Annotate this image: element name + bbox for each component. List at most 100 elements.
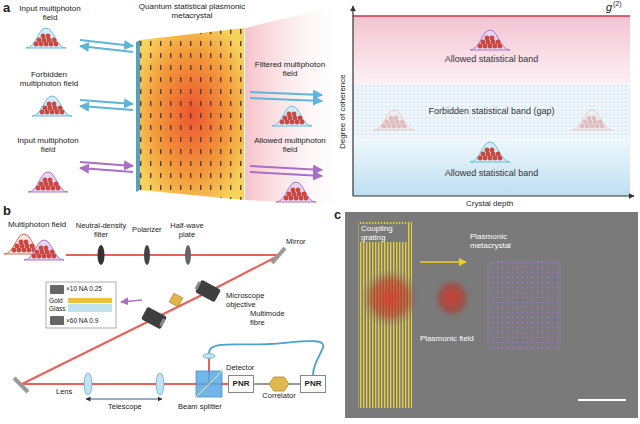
band-fill bbox=[353, 16, 630, 84]
panel-letter: c bbox=[334, 208, 341, 223]
inset-box bbox=[46, 282, 116, 328]
pnr-detector: PNR bbox=[300, 375, 326, 393]
crystal-face bbox=[140, 28, 244, 200]
field-label: Filtered multiphoton field bbox=[254, 60, 326, 78]
sem-label: Coupling grating bbox=[360, 224, 408, 242]
gold-layer bbox=[68, 298, 112, 303]
inset-arrow bbox=[121, 300, 142, 302]
photon-distribution bbox=[276, 182, 316, 202]
plasmon-spot bbox=[432, 276, 472, 320]
mirror-symbol bbox=[272, 248, 285, 263]
beam-arrow bbox=[250, 98, 322, 101]
allowed-band: Allowed statistical band bbox=[353, 138, 630, 196]
coupler-lens bbox=[203, 354, 215, 359]
beam-arrow bbox=[80, 46, 133, 52]
crystal-shape bbox=[136, 2, 248, 202]
lens-symbol bbox=[156, 373, 164, 395]
field-label: Input multiphoton field bbox=[12, 136, 84, 154]
beam-arrow bbox=[250, 166, 322, 170]
y-axis bbox=[352, 6, 353, 196]
component-label: Half-wave plate bbox=[166, 222, 208, 239]
photon-distribution bbox=[24, 240, 64, 260]
nanostructure-pattern bbox=[140, 28, 244, 200]
photon-distribution bbox=[470, 30, 510, 50]
allowed-band: Allowed statistical band bbox=[353, 16, 630, 84]
glass-layer bbox=[68, 304, 112, 312]
hexagon-outline bbox=[269, 377, 289, 391]
component-label: Lens bbox=[56, 388, 72, 397]
sem-image bbox=[345, 212, 638, 418]
telescope-arrow bbox=[86, 399, 162, 400]
laser-beam bbox=[22, 256, 278, 384]
pnr-detector: PNR bbox=[228, 375, 254, 393]
metacrystal-array bbox=[488, 262, 560, 348]
inset-label: ×10 NA 0.25 bbox=[66, 285, 102, 292]
signal-wire bbox=[254, 383, 269, 384]
waveplate-symbol bbox=[185, 245, 191, 265]
objective-symbol bbox=[193, 279, 221, 303]
component-label: Microscope objective bbox=[226, 292, 276, 309]
top-line bbox=[353, 15, 630, 17]
mirror-symbol bbox=[14, 378, 28, 392]
beam-splitter-cube bbox=[196, 371, 222, 397]
beam-arrow bbox=[250, 92, 322, 95]
node-text: Allowed statistical band bbox=[353, 168, 630, 178]
sem-label: Plasmonic field bbox=[420, 334, 474, 343]
lens-symbol bbox=[84, 373, 92, 395]
axis-title: Degree of coherence bbox=[338, 67, 347, 157]
band-fill bbox=[353, 138, 630, 196]
field-label: Input multiphoton field bbox=[14, 4, 86, 22]
beam-arrow bbox=[80, 100, 133, 104]
component-label: Telescope bbox=[108, 403, 142, 412]
component-label: Mirror bbox=[286, 238, 306, 247]
correlator: Correlator bbox=[258, 377, 300, 403]
component-label: Multimode fibre bbox=[250, 310, 300, 327]
filter-symbol bbox=[98, 245, 105, 265]
forbidden-band: Forbidden statistical band (gap) bbox=[353, 84, 630, 138]
inset-label: Gold bbox=[49, 297, 63, 304]
node-text: PNR bbox=[229, 376, 253, 392]
photon-distribution bbox=[470, 142, 510, 162]
component-label: Detector bbox=[226, 364, 254, 373]
objective-symbol bbox=[141, 307, 167, 330]
node-text: Forbidden statistical band (gap) bbox=[353, 106, 630, 116]
sample-symbol bbox=[169, 293, 183, 307]
beam-splitter-cube bbox=[196, 371, 222, 397]
photon-distribution bbox=[374, 110, 414, 130]
panel-letter: b bbox=[3, 204, 11, 219]
photon-distribution bbox=[32, 96, 72, 116]
field-label: Allowed multiphoton field bbox=[254, 136, 326, 154]
plasmon-spot bbox=[360, 268, 420, 328]
signal-wire bbox=[289, 383, 300, 384]
propagation-arrow bbox=[420, 261, 466, 263]
beam-arrow bbox=[80, 162, 133, 166]
axis-symbol: g bbox=[606, 1, 612, 14]
photon-distribution bbox=[272, 106, 312, 126]
component-label: Polarizer bbox=[132, 226, 162, 235]
beam-arrow bbox=[80, 168, 133, 172]
photon-distribution bbox=[26, 28, 66, 48]
light-glow bbox=[245, 6, 338, 205]
inset-label: ×60 NA 0.9 bbox=[66, 317, 98, 324]
gap-fill bbox=[353, 84, 630, 138]
axis-superscript: (2) bbox=[613, 0, 622, 8]
metacrystal: Quantum statistical plasmonic metacrysta… bbox=[136, 2, 248, 202]
component-label: Multiphoton field bbox=[8, 220, 66, 229]
beam-arrow bbox=[80, 106, 133, 110]
beam-arrow bbox=[250, 172, 322, 176]
component-label: Beam splitter bbox=[178, 403, 222, 412]
scale-bar bbox=[578, 399, 626, 401]
objective-icon bbox=[50, 316, 64, 325]
photon-distribution bbox=[28, 172, 68, 192]
x-axis bbox=[353, 195, 634, 196]
node-text: Correlator bbox=[254, 392, 304, 401]
objective-icon bbox=[50, 285, 64, 294]
optical-fibre bbox=[209, 341, 323, 375]
axis-title: Crystal depth bbox=[466, 199, 513, 208]
node-text: Quantum statistical plasmonic metacrysta… bbox=[136, 2, 248, 20]
field-label: Forbidden multiphoton field bbox=[12, 70, 86, 88]
node-text: PNR bbox=[301, 376, 325, 392]
polarizer-symbol bbox=[144, 245, 150, 265]
inset-label: Glass bbox=[49, 305, 66, 312]
